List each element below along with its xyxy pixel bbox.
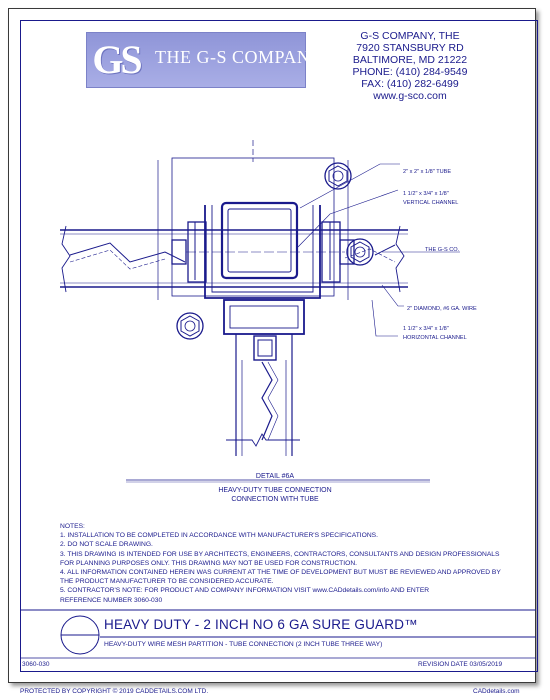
- detail-label: DETAIL #6A: [255, 473, 295, 480]
- note-line: 5. CONTRACTOR'S NOTE: FOR PRODUCT AND CO…: [60, 587, 430, 595]
- mesh-wire-right: [374, 244, 396, 256]
- vertical-channel-plate: [171, 157, 335, 297]
- company-logo: GS THE G-S COMPANY: [86, 32, 323, 88]
- detail-line-1: HEAVY-DUTY TUBE CONNECTION: [218, 487, 332, 494]
- logo-name: THE G-S COMPANY: [155, 47, 324, 67]
- note-line: 4. ALL INFORMATION CONTAINED HEREIN WAS …: [60, 569, 501, 577]
- callout-vertical-channel-size: 1 1/2" x 3/4" x 1/8": [403, 191, 449, 197]
- notes-heading: NOTES:: [60, 523, 85, 530]
- note-line: THE PRODUCT MANUFACTURER TO BE CONSIDERE…: [60, 578, 274, 586]
- company-website[interactable]: www.g-sco.com: [373, 90, 447, 102]
- hex-nut-right: [346, 238, 374, 266]
- tube-2x2: [220, 201, 299, 280]
- callout-vertical-channel-name: VERTICAL CHANNEL: [403, 200, 458, 206]
- note-line: REFERENCE NUMBER 3060-030: [60, 596, 163, 604]
- drawing-title: HEAVY DUTY - 2 INCH NO 6 GA SURE GUARD™: [104, 617, 418, 632]
- notes-section: NOTES: 1. INSTALLATION TO BE COMPLETED I…: [60, 522, 520, 605]
- note-line: 3. THIS DRAWING IS INTENDED FOR USE BY A…: [60, 550, 500, 558]
- callout-brand: THE G-S CO.: [425, 247, 460, 253]
- reference-number: 3060-030: [22, 661, 50, 668]
- company-city: BALTIMORE, MD 21222: [352, 54, 468, 66]
- hex-nut-left: [176, 312, 204, 340]
- note-line: 1. INSTALLATION TO BE COMPLETED IN ACCOR…: [60, 532, 378, 540]
- callout-horizontal-channel-size: 1 1/2" x 3/4" x 1/8": [403, 326, 449, 332]
- drawing-subtitle: HEAVY-DUTY WIRE MESH PARTITION - TUBE CO…: [104, 641, 383, 648]
- mesh-wire-left: [69, 242, 186, 263]
- drawing-border: [20, 20, 538, 672]
- company-name: G-S COMPANY, THE: [360, 30, 460, 42]
- bottom-nut: [257, 339, 273, 357]
- detail-line-2: CONNECTION WITH TUBE: [231, 496, 319, 503]
- logo-mark: GS: [92, 37, 142, 82]
- company-phone: PHONE: (410) 284-9549: [352, 66, 468, 78]
- callout-wire: 2" DIAMOND, #6 GA. WIRE: [407, 306, 477, 312]
- callout-horizontal-channel-name: HORIZONTAL CHANNEL: [403, 335, 467, 341]
- copyright-notice: PROTECTED BY COPYRIGHT © 2019 CADDETAILS…: [20, 688, 209, 695]
- note-line: FOR PLANNING PURPOSES ONLY. THIS DRAWING…: [60, 559, 358, 567]
- note-line: 2. DO NOT SCALE DRAWING.: [60, 541, 153, 549]
- revision-date: REVISION DATE 03/05/2019: [418, 661, 503, 668]
- hex-nut-top: [324, 162, 352, 190]
- callout-tube: 2" x 2" x 1/8" TUBE: [403, 169, 451, 175]
- company-address: G-S COMPANY, THE 7920 STANSBURY RD BALTI…: [310, 30, 510, 102]
- footer-site-link[interactable]: CADdetails.com: [473, 688, 520, 695]
- company-street: 7920 STANSBURY RD: [356, 42, 464, 54]
- company-fax: FAX: (410) 282-6499: [361, 78, 459, 90]
